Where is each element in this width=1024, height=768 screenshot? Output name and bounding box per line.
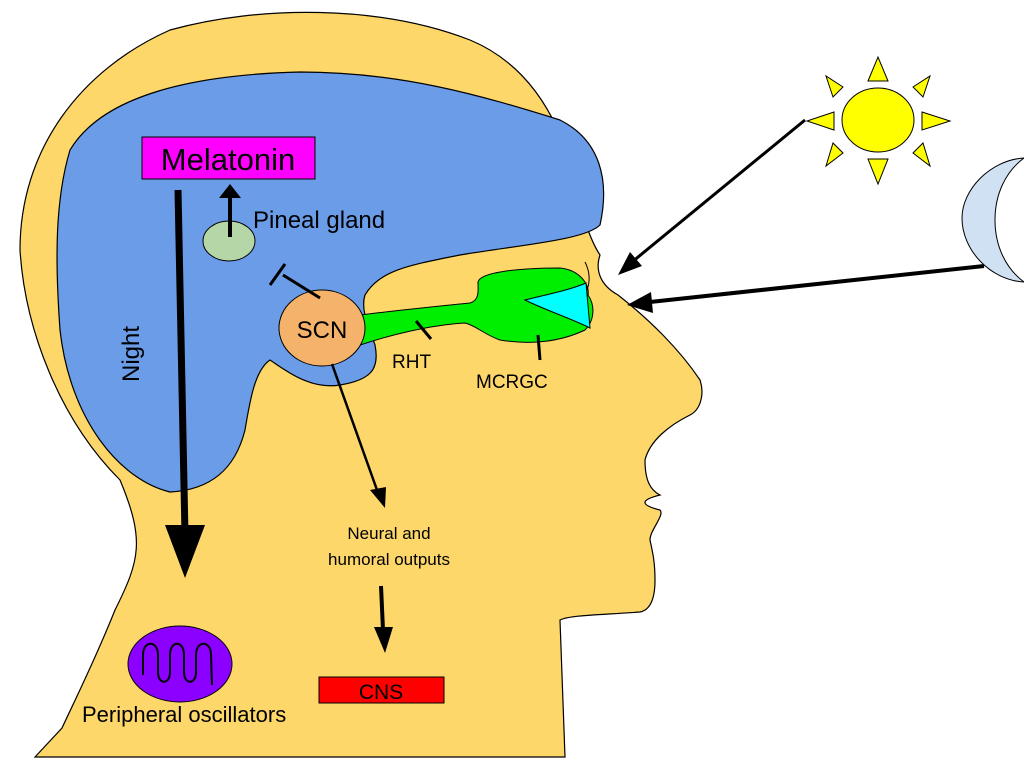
night-label: Night (118, 326, 145, 382)
cns-arrowhead (374, 627, 393, 653)
scn-output-arrow (330, 363, 379, 491)
cns-box (318, 676, 445, 704)
eyelid-line (584, 261, 590, 291)
cns-arrow (379, 585, 385, 631)
crescent-moon-icon (961, 157, 1024, 283)
outputs-label-line2: humoral outputs (328, 550, 450, 569)
rht-label: RHT (392, 352, 431, 373)
scn-output-arrowhead (370, 487, 386, 508)
mcrgc-pointer (536, 334, 542, 361)
night-arrow-shaft (174, 189, 189, 536)
sine-wave-icon (142, 642, 213, 686)
sun-light-arrow (631, 118, 806, 264)
mcrgc-label: MCRGC (476, 372, 548, 393)
sun-icon (805, 55, 952, 186)
moon-light-arrow (649, 264, 985, 304)
pineal-arrowhead (219, 184, 241, 198)
outputs-label-line1: Neural and (347, 524, 430, 543)
night-arrowhead (165, 525, 205, 578)
cns-label: CNS (359, 681, 403, 704)
rht-pointer (414, 320, 433, 340)
inhibition-line (282, 273, 321, 300)
sun-arrowhead (618, 252, 642, 275)
melatonin-box (141, 136, 316, 180)
scn-nucleus (278, 289, 366, 367)
pineal-gland-label: Pineal gland (253, 207, 385, 234)
melatonin-label: Melatonin (161, 142, 295, 177)
scn-label: SCN (297, 317, 348, 344)
eye (523, 282, 591, 329)
inhibition-bar (268, 263, 287, 286)
peripheral-oscillators-label: Peripheral oscillators (82, 702, 286, 727)
moon-arrowhead (627, 292, 653, 313)
